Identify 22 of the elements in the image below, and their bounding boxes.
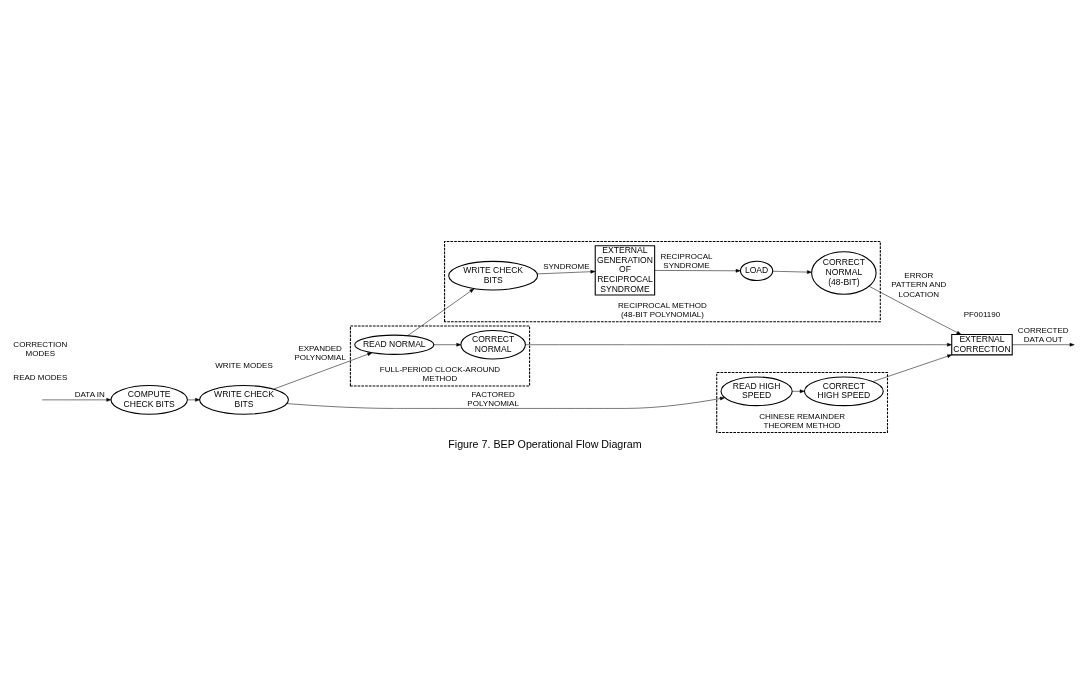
- arrow: [1011, 342, 1075, 346]
- node-ellipse: CORRECT HIGH SPEED: [803, 375, 884, 406]
- node-ellipse: LOAD: [739, 260, 774, 281]
- arrow: [273, 352, 373, 389]
- arrow: [433, 342, 462, 346]
- node-ellipse: CORRECT NORMAL: [460, 329, 526, 360]
- node-ellipse: WRITE CHECK BITS: [199, 384, 289, 415]
- caption: Figure 7. BEP Operational Flow Diagram: [448, 437, 642, 450]
- node-box: EXTERNAL GENERATION OF RECIPROCAL SYNDROME: [594, 244, 656, 295]
- arrow: [868, 285, 962, 335]
- arrow: [525, 342, 952, 346]
- arrow: [772, 269, 812, 274]
- arrow: [41, 397, 112, 402]
- arrow: [187, 397, 200, 402]
- node-box: EXTERNAL CORRECTION: [951, 333, 1013, 355]
- arrow: [654, 268, 741, 273]
- arrow: [286, 396, 725, 409]
- node-ellipse: CORRECT NORMAL (48-BIT): [811, 250, 877, 295]
- node-ellipse: COMPUTE CHECK BITS: [110, 384, 188, 415]
- arrow: [791, 389, 805, 393]
- arrow: [536, 269, 596, 274]
- arrow: [407, 288, 475, 336]
